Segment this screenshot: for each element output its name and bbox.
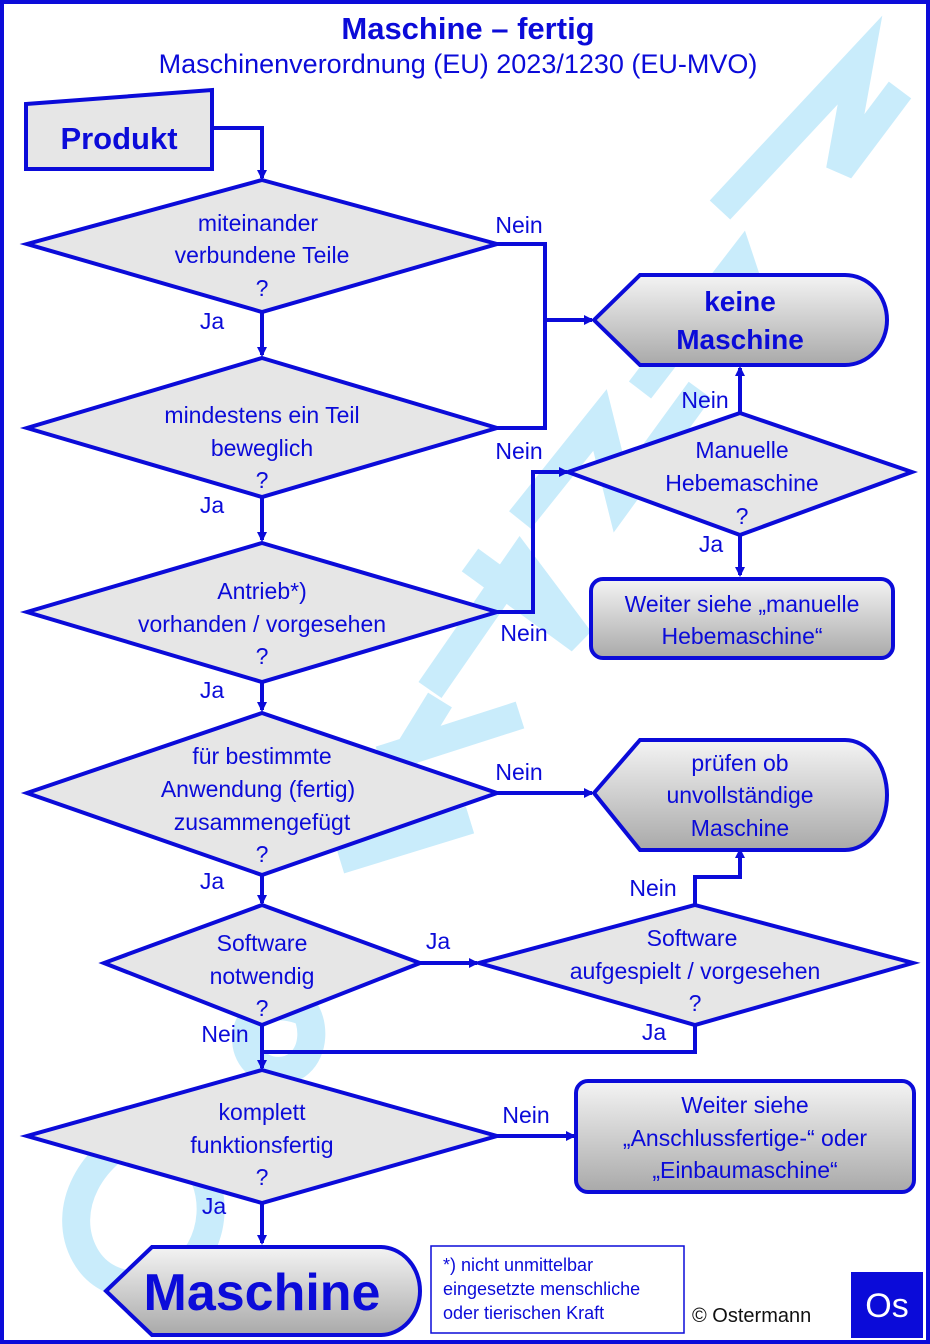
no-label: Nein bbox=[500, 620, 547, 646]
decision-line: Software bbox=[217, 930, 308, 956]
box-weiter-anschlussfertige: Weiter siehe „Anschlussfertige-“ oder „E… bbox=[574, 1079, 916, 1194]
decision-line: ? bbox=[256, 1164, 269, 1190]
decision-line: miteinander bbox=[198, 210, 319, 236]
yes-label: Ja bbox=[642, 1019, 667, 1045]
decision-line: Anwendung (fertig) bbox=[161, 776, 355, 802]
decision-manuelle-hebemaschine: Manuelle Hebemaschine ? bbox=[562, 410, 918, 538]
decision-line: Antrieb*) bbox=[217, 578, 306, 604]
end-label: Maschine bbox=[144, 1264, 381, 1322]
box-line: „Anschlussfertige-“ oder bbox=[623, 1125, 867, 1151]
decision-line: für bestimmte bbox=[192, 743, 331, 769]
yes-label: Ja bbox=[426, 928, 451, 954]
decision-antrieb: Antrieb*) vorhanden / vorgesehen ? bbox=[19, 540, 505, 685]
decision-verbundene-teile: miteinander verbundene Teile ? bbox=[19, 177, 505, 315]
decision-line: komplett bbox=[219, 1099, 307, 1125]
decision-teil-beweglich: mindestens ein Teil beweglich ? bbox=[19, 355, 505, 500]
connectors bbox=[212, 126, 745, 1245]
footnote-line: oder tierischen Kraft bbox=[443, 1303, 604, 1323]
decision-komplett-funktionsfertig: komplett funktionsfertig ? bbox=[19, 1067, 505, 1206]
logo-text: Os bbox=[865, 1287, 908, 1325]
terminal-line: Maschine bbox=[691, 815, 789, 841]
no-label: Nein bbox=[201, 1021, 248, 1047]
yes-label: Ja bbox=[202, 1193, 227, 1219]
footnote-line: *) nicht unmittelbar bbox=[443, 1255, 593, 1275]
yes-label: Ja bbox=[200, 868, 225, 894]
decision-line: Hebemaschine bbox=[665, 470, 818, 496]
footnote-box: *) nicht unmittelbar eingesetzte menschl… bbox=[430, 1245, 685, 1334]
decision-line: ? bbox=[256, 643, 269, 669]
terminal-line: prüfen ob bbox=[691, 750, 788, 776]
yes-label: Ja bbox=[699, 531, 724, 557]
start-node-produkt: Produkt bbox=[24, 87, 214, 171]
decision-line: funktionsfertig bbox=[190, 1132, 333, 1158]
decision-line: beweglich bbox=[211, 435, 313, 461]
ostermann-logo: Os bbox=[851, 1272, 923, 1338]
terminal-line: unvollständige bbox=[666, 782, 813, 808]
terminal-line: Maschine bbox=[676, 324, 804, 355]
decision-bestimmte-anwendung: für bestimmte Anwendung (fertig) zusamme… bbox=[20, 710, 504, 878]
terminal-line: keine bbox=[704, 286, 776, 317]
box-line: Weiter siehe „manuelle bbox=[625, 591, 860, 617]
no-label: Nein bbox=[681, 387, 728, 413]
start-label: Produkt bbox=[60, 121, 177, 156]
decision-line: zusammengefügt bbox=[174, 809, 351, 835]
box-line: Hebemaschine“ bbox=[661, 623, 822, 649]
no-label: Nein bbox=[502, 1102, 549, 1128]
decision-line: verbundene Teile bbox=[175, 242, 350, 268]
terminal-maschine: Maschine bbox=[103, 1245, 422, 1337]
decision-line: ? bbox=[256, 275, 269, 301]
page-subtitle: Maschinenverordnung (EU) 2023/1230 (EU-M… bbox=[159, 49, 758, 79]
decision-line: Software bbox=[647, 925, 738, 951]
no-label: Nein bbox=[629, 875, 676, 901]
decision-line: ? bbox=[256, 467, 269, 493]
yes-label: Ja bbox=[200, 677, 225, 703]
decision-line: Manuelle bbox=[695, 437, 788, 463]
footnote-line: eingesetzte menschliche bbox=[443, 1279, 640, 1299]
page-title: Maschine – fertig bbox=[341, 11, 594, 46]
decision-line: aufgespielt / vorgesehen bbox=[570, 958, 821, 984]
box-line: „Einbaumaschine“ bbox=[652, 1157, 837, 1183]
decision-line: ? bbox=[256, 995, 269, 1021]
branch-labels: Ja Ja Ja Ja Ja Ja Ja Ja Nein Nein Nein N… bbox=[200, 212, 729, 1219]
decision-line: vorhanden / vorgesehen bbox=[138, 611, 386, 637]
decision-software-notwendig: Software notwendig ? bbox=[98, 902, 426, 1028]
yes-label: Ja bbox=[200, 492, 225, 518]
no-label: Nein bbox=[495, 212, 542, 238]
terminal-keine-maschine: keine Maschine bbox=[591, 273, 889, 367]
box-weiter-hebemaschine: Weiter siehe „manuelle Hebemaschine“ bbox=[589, 577, 895, 660]
no-label: Nein bbox=[495, 438, 542, 464]
box-line: Weiter siehe bbox=[681, 1092, 808, 1118]
decision-line: notwendig bbox=[210, 963, 315, 989]
no-label: Nein bbox=[495, 759, 542, 785]
decision-line: ? bbox=[256, 841, 269, 867]
decision-line: ? bbox=[736, 503, 749, 529]
yes-label: Ja bbox=[200, 308, 225, 334]
terminal-pruefen-unvollstaendig: prüfen ob unvollständige Maschine bbox=[591, 738, 889, 852]
copyright-text: © Ostermann bbox=[692, 1305, 811, 1327]
decision-line: ? bbox=[689, 990, 702, 1016]
decision-line: mindestens ein Teil bbox=[164, 402, 359, 428]
decision-software-aufgespielt: Software aufgespielt / vorgesehen ? bbox=[471, 902, 921, 1028]
